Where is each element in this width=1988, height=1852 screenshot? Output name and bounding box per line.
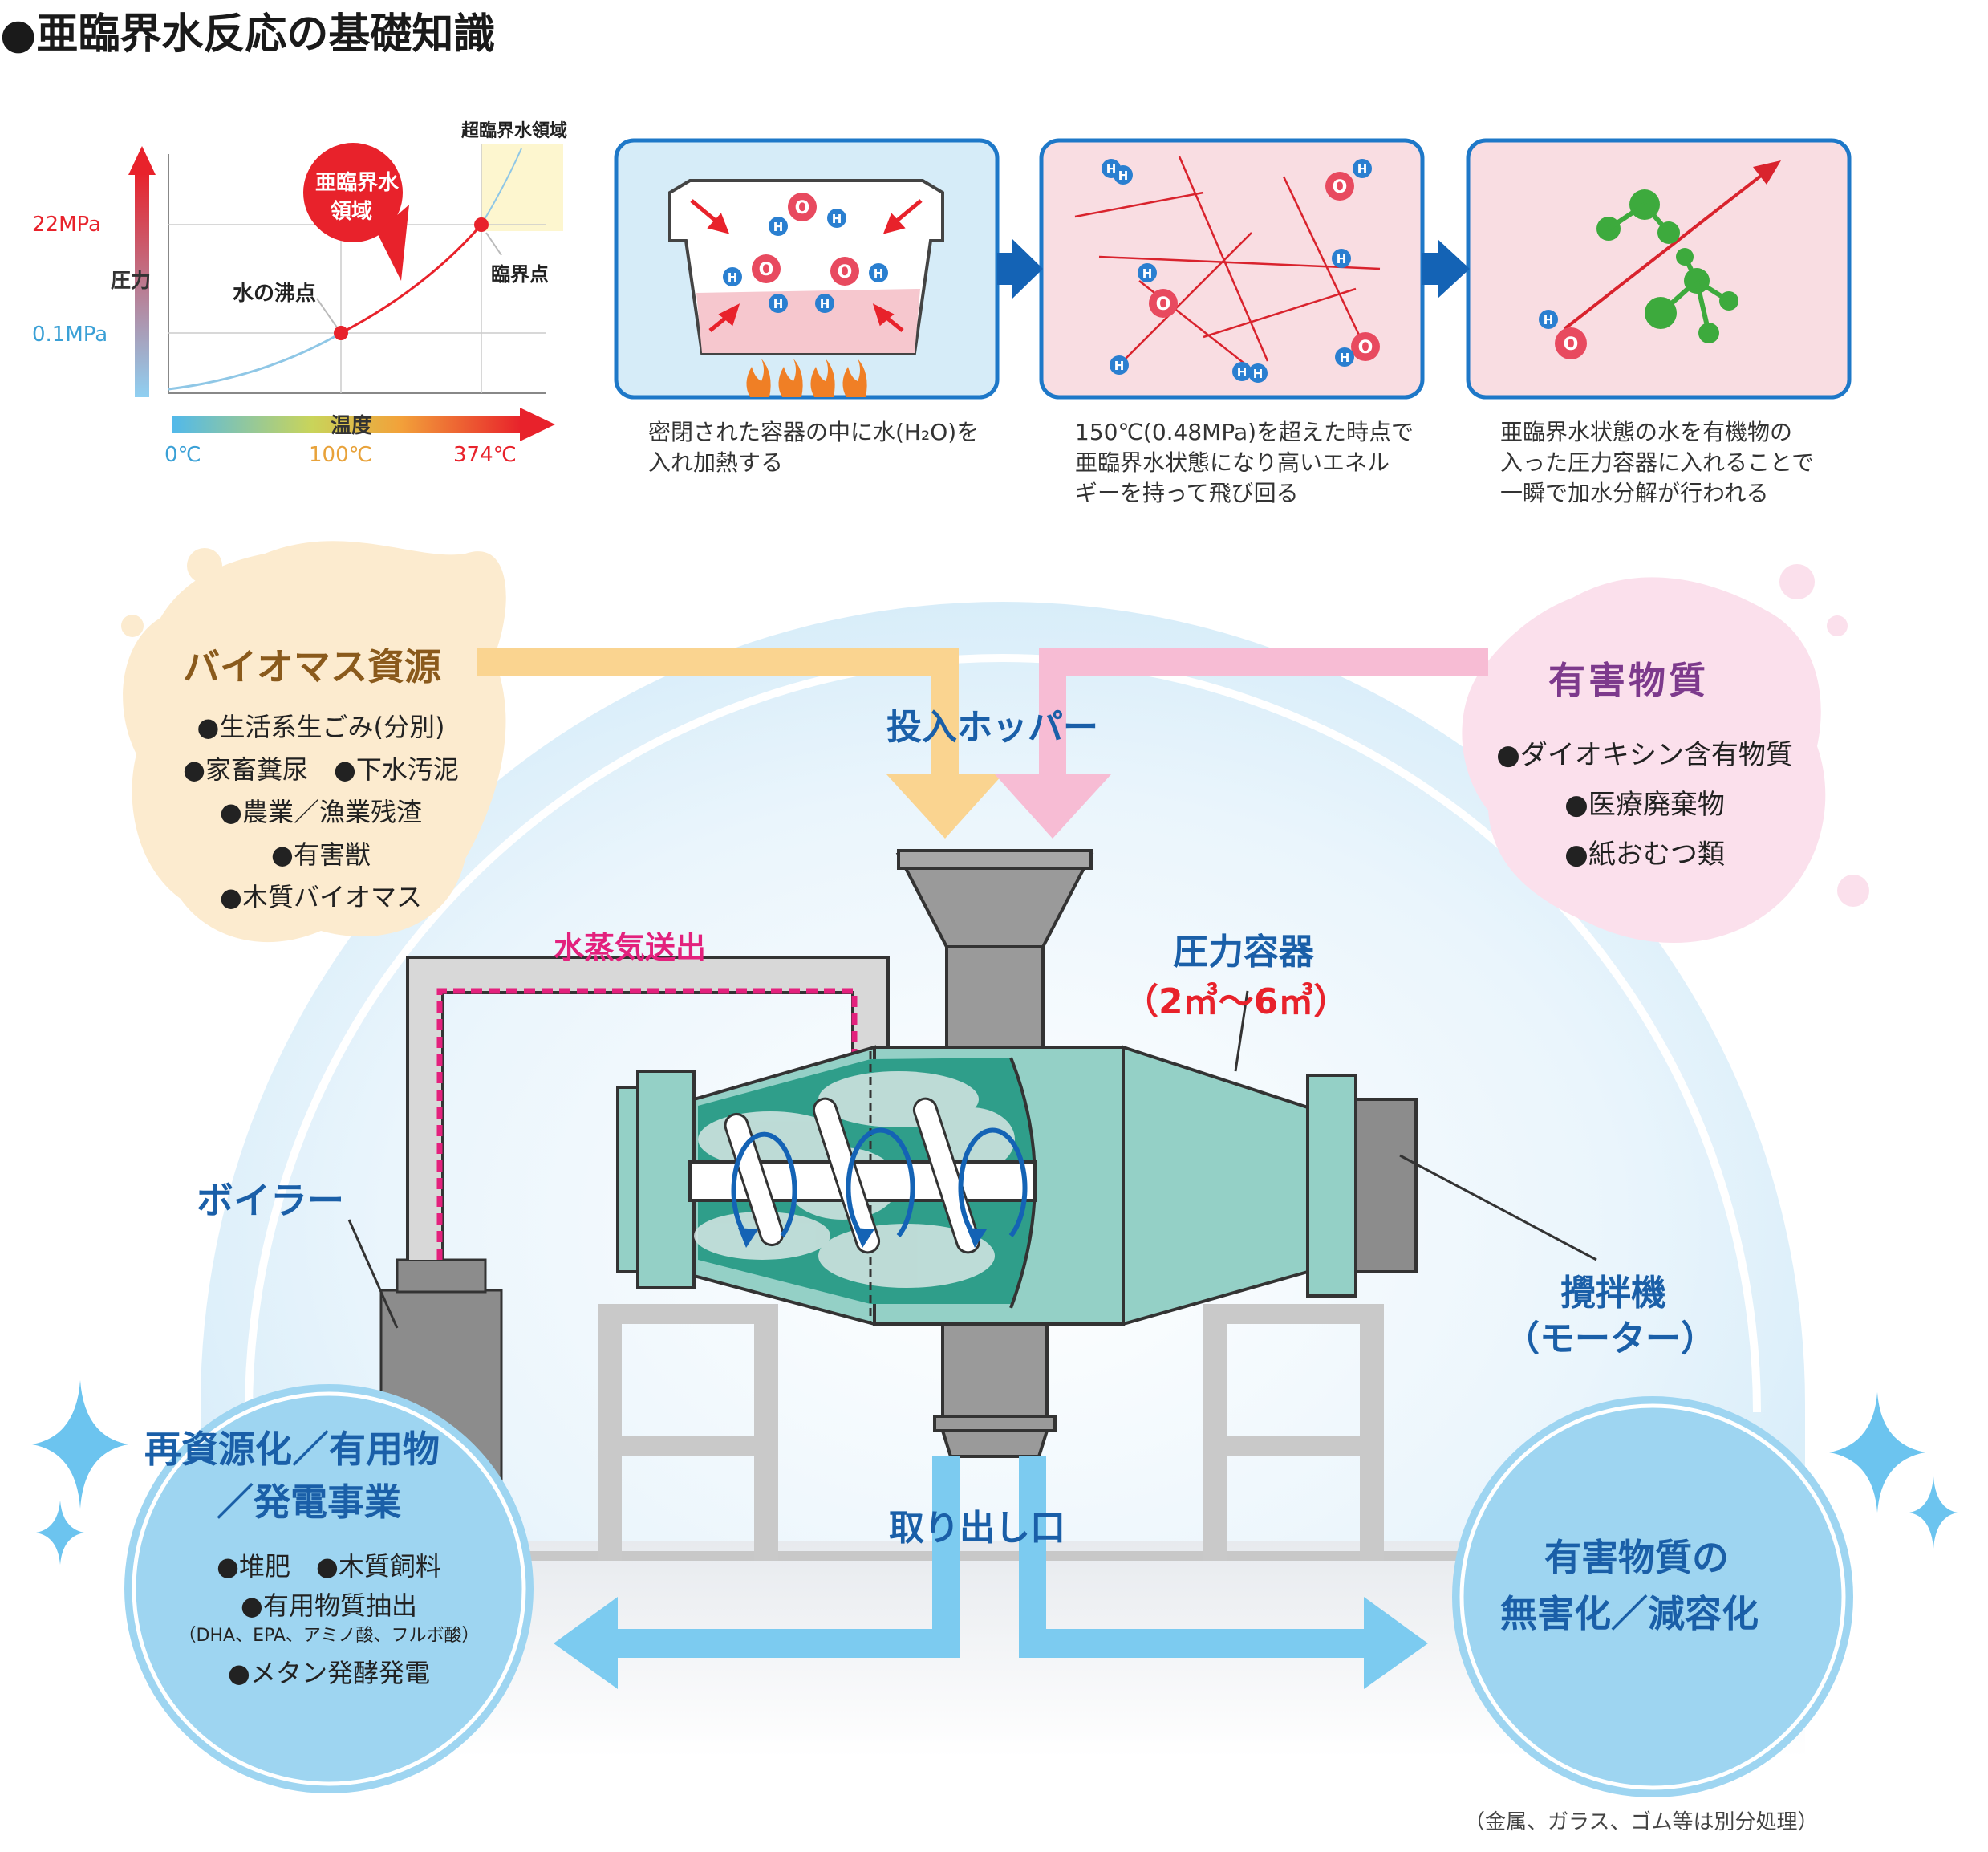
temp-100-label: 100℃ xyxy=(309,443,372,467)
harmful-title: 有害物質 xyxy=(1548,659,1709,702)
biomass-item: ●木質バイオマス xyxy=(220,882,422,912)
boiler-label: ボイラー xyxy=(197,1179,344,1222)
o-letter: O xyxy=(838,262,853,282)
detox-line1: 有害物質の xyxy=(1544,1536,1729,1579)
biomass-item: ●有害獣 xyxy=(271,839,371,870)
h-letter: H xyxy=(1114,359,1125,373)
step-3-caption: 亜臨界水状態の水を有機物の 入った圧力容器に入れることで 一瞬で加水分解が行われ… xyxy=(1500,417,1814,509)
h-letter: H xyxy=(1544,313,1554,327)
h-letter: H xyxy=(874,266,884,281)
h-letter: H xyxy=(773,297,784,311)
h-letter: H xyxy=(728,270,738,285)
step-2-caption: 150℃(0.48MPa)を超えた時点で 亜臨界水状態になり高いエネル ギーを持… xyxy=(1075,417,1414,509)
o-letter: O xyxy=(795,198,810,218)
step-3-line1: 亜臨界水状態の水を有機物の xyxy=(1500,419,1793,445)
h-letter: H xyxy=(1142,266,1153,281)
step-1-line2: 入れ加熱する xyxy=(648,449,784,476)
pressure-high-label: 22MPa xyxy=(32,213,101,237)
h-letter: H xyxy=(1357,162,1368,177)
step-1-line1: 密閉された容器の中に水(H₂O)を xyxy=(648,419,980,445)
step-3-line3: 一瞬で加水分解が行われる xyxy=(1500,480,1769,506)
molecule: OH xyxy=(1138,263,1178,318)
boiling-point-label: 水の沸点 xyxy=(233,282,317,306)
pressure-low-label: 0.1MPa xyxy=(32,323,108,347)
footnote: （金属、ガラス、ゴム等は別分処理） xyxy=(1464,1810,1819,1834)
supercritical-region-label: 超臨界水領域 xyxy=(461,121,568,141)
critical-point-label: 臨界点 xyxy=(491,263,549,286)
subcritical-bubble-line2: 領域 xyxy=(331,200,373,224)
harmful-item: ●医療廃棄物 xyxy=(1564,789,1725,821)
recycle-item: ●堆肥 ●木質飼料 xyxy=(217,1551,441,1582)
step-2-line2: 亜臨界水状態になり高いエネル xyxy=(1075,449,1390,476)
motor-label-line1: 攪拌機 xyxy=(1560,1273,1666,1314)
h-letter: H xyxy=(1237,365,1248,380)
temp-0-label: 0℃ xyxy=(164,443,201,467)
h-letter: H xyxy=(1337,252,1347,266)
h-letter: H xyxy=(1340,351,1350,365)
molecule: OH xyxy=(1335,332,1380,367)
molecule: H xyxy=(1332,249,1351,268)
h-letter: H xyxy=(1253,367,1264,381)
molecule: O H H xyxy=(815,257,888,313)
molecule: OH xyxy=(1325,159,1372,201)
recycle-item: ●有用物質抽出 xyxy=(241,1590,417,1621)
biomass-title: バイオマス資源 xyxy=(183,645,441,688)
detox-line2: 無害化／減容化 xyxy=(1500,1592,1759,1635)
recycle-title-line1: 再資源化／有用物 xyxy=(144,1428,440,1471)
outlet-label: 取り出し口 xyxy=(889,1508,1065,1549)
recycle-item: ●メタン発酵発電 xyxy=(228,1658,430,1688)
molecule: OH xyxy=(1539,310,1587,359)
recycle-title-line2: ／発電事業 xyxy=(217,1480,401,1524)
o-letter: O xyxy=(1156,294,1171,315)
step-1-caption: 密閉された容器の中に水(H₂O)を 入れ加熱する xyxy=(648,417,979,478)
biomass-item: ●農業／漁業残渣 xyxy=(220,797,422,827)
h-letter: H xyxy=(773,220,784,234)
molecule: OHH xyxy=(769,193,846,236)
steam-label: 水蒸気送出 xyxy=(554,930,707,965)
pressure-axis-label: 圧力 xyxy=(111,269,152,292)
o-letter: O xyxy=(1564,335,1579,355)
h-letter: H xyxy=(832,212,842,226)
h-letter: H xyxy=(820,297,830,311)
biomass-item: ●家畜糞尿 ●下水汚泥 xyxy=(183,754,459,785)
h-letter: H xyxy=(1118,169,1129,183)
h-letter: H xyxy=(1106,162,1117,177)
o-letter: O xyxy=(759,260,774,280)
molecule: O H H xyxy=(723,254,788,313)
step-3-line2: 入った圧力容器に入れることで xyxy=(1500,449,1815,476)
molecule: H xyxy=(1110,355,1129,375)
vessel-label: 圧力容器 xyxy=(1173,932,1314,973)
temperature-axis-label: 温度 xyxy=(331,414,373,438)
vessel-size-label: （2㎥～6㎥） xyxy=(1123,981,1349,1022)
harmful-list: ●ダイオキシン含有物質 ●医療廃棄物 ●紙おむつ類 xyxy=(1452,730,1837,879)
temp-374-label: 374℃ xyxy=(453,443,517,467)
harmful-item: ●紙おむつ類 xyxy=(1564,839,1725,871)
biomass-item: ●生活系生ごみ(分別) xyxy=(197,712,445,742)
harmful-item: ●ダイオキシン含有物質 xyxy=(1496,739,1793,771)
biomass-list: ●生活系生ごみ(分別) ●家畜糞尿 ●下水汚泥 ●農業／漁業残渣 ●有害獣 ●木… xyxy=(136,706,505,919)
recycle-list: ●堆肥 ●木質飼料 ●有用物質抽出 （DHA、EPA、アミノ酸、フルボ酸） ●メ… xyxy=(140,1545,517,1697)
step-2-line1: 150℃(0.48MPa)を超えた時点で xyxy=(1075,419,1414,445)
subcritical-bubble-line1: 亜臨界水 xyxy=(315,171,400,195)
hopper-label: 投入ホッパー xyxy=(886,707,1098,748)
motor-label-line2: （モーター） xyxy=(1504,1318,1716,1359)
o-letter: O xyxy=(1358,338,1373,358)
page-title: ●亜臨界水反応の基礎知識 xyxy=(0,10,496,59)
o-letter: O xyxy=(1333,177,1348,197)
step-2-line3: ギーを持って飛び回る xyxy=(1075,480,1299,506)
recycle-item: （DHA、EPA、アミノ酸、フルボ酸） xyxy=(178,1626,480,1646)
